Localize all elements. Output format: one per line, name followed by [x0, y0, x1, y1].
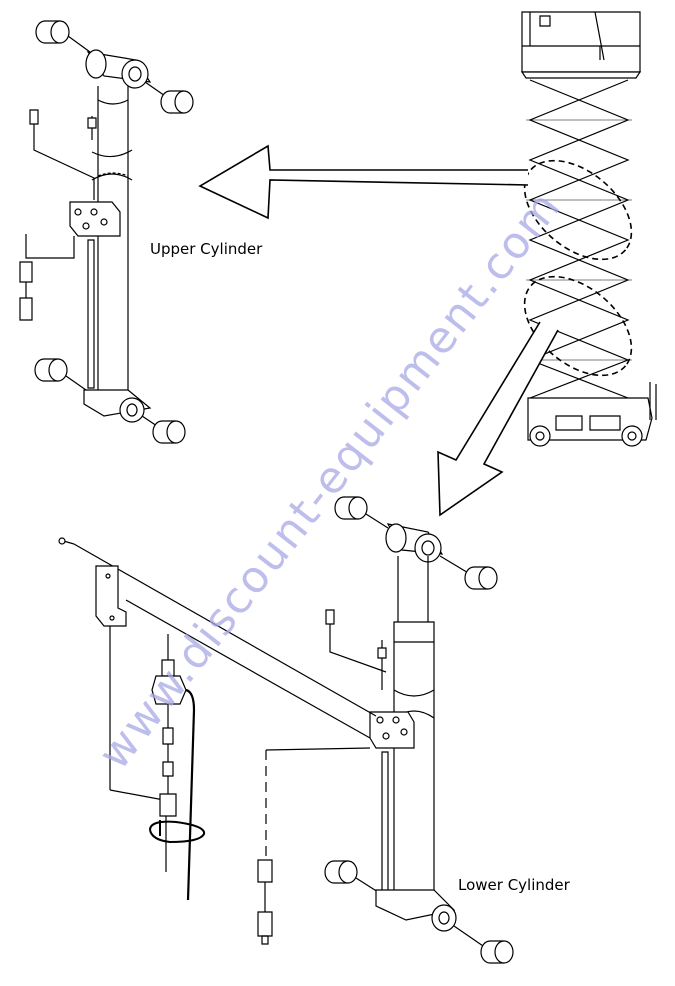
- upper-top-bushing-left: [36, 21, 69, 43]
- lower-valve-assembly: [150, 634, 204, 900]
- lift-platform: [522, 12, 640, 78]
- upper-cylinder-assembly: [20, 21, 193, 443]
- lower-bracket-and-leaders: [58, 537, 386, 860]
- lower-bottom-clevis: [325, 861, 513, 963]
- lower-top-clevis: [386, 524, 442, 562]
- upper-callout-arrow: [200, 146, 528, 218]
- upper-bottom-clevis: [35, 359, 185, 443]
- lower-bottom-bushing-right: [481, 941, 513, 963]
- upper-top-clevis: [86, 50, 150, 88]
- lower-cylinder-body: [382, 556, 434, 900]
- lower-cylinder-label: Lower Cylinder: [458, 876, 570, 894]
- scissor-lift-machine: [506, 12, 656, 447]
- lower-callout-arrow: [438, 322, 558, 515]
- upper-manifold-block: [70, 202, 120, 236]
- lower-top-bushing-left: [335, 497, 367, 519]
- upper-fittings: [20, 110, 96, 320]
- lower-cylinder-assembly: [58, 497, 513, 963]
- upper-cylinder-label: Upper Cylinder: [150, 240, 263, 258]
- lower-bottom-bushing-left: [325, 861, 357, 883]
- upper-top-bushing-right: [161, 91, 193, 113]
- lift-chassis: [528, 382, 656, 447]
- lower-loose-fittings: [258, 860, 272, 944]
- upper-bottom-bushing-left: [35, 359, 67, 381]
- upper-bottom-bushing-right: [153, 421, 185, 443]
- lower-top-bushing-right: [465, 567, 497, 589]
- lower-manifold-block: [370, 712, 414, 748]
- upper-cylinder-body: [88, 86, 132, 390]
- scissor-stack: [526, 80, 632, 398]
